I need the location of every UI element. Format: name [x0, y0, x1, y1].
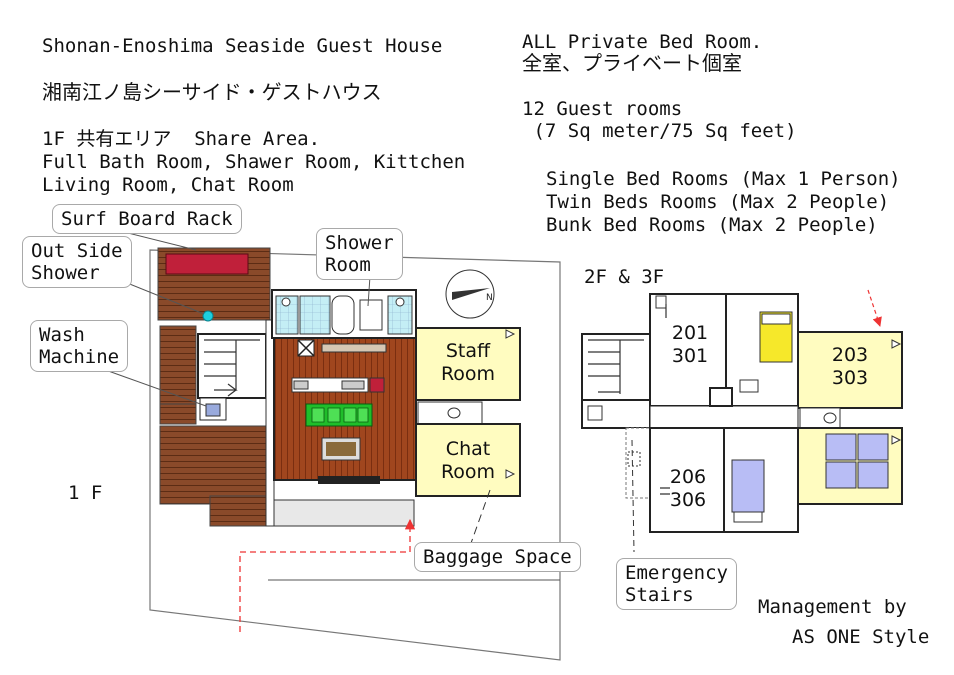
single-rooms: Single Bed Rooms (Max 1 Person) [546, 168, 901, 190]
share-line1: Full Bath Room, Shawer Room, Kittchen [42, 151, 466, 173]
private-en: ALL Private Bed Room. [522, 31, 763, 53]
rooms-count: 12 Guest rooms [522, 98, 683, 120]
title-en: Shonan-Enoshima Seaside Guest House [42, 35, 443, 57]
entry-path [239, 518, 416, 632]
staff-room-label: Staff Room [440, 340, 496, 385]
chat-room [415, 423, 521, 497]
outside-shower-marker [202, 310, 214, 322]
floor23-label: 2F & 3F [584, 266, 665, 288]
tv-bench [318, 476, 380, 484]
private-jp: 全室、プライベート個室 [522, 51, 742, 75]
room-206-306 [649, 427, 725, 533]
callout-surf-board-rack: Surf Board Rack [52, 204, 242, 234]
baggage-space [273, 499, 415, 527]
bunk-rooms: Bunk Bed Rooms (Max 2 People) [546, 214, 878, 236]
twin-bed-2 [857, 433, 889, 461]
stairs-2f [581, 333, 651, 401]
callout-emergency-stairs: Emergency Stairs [616, 558, 737, 610]
deck-small [159, 403, 197, 425]
twin-rooms: Twin Beds Rooms (Max 2 People) [546, 191, 890, 213]
shower-room-box [359, 299, 383, 331]
management-by: Management by [758, 596, 907, 618]
lot-boundary [149, 249, 561, 661]
callout-shower-room: Shower Room [316, 228, 403, 280]
title-jp: 湘南江ノ島シーサイド・ゲストハウス [42, 80, 382, 104]
twin-bed-1 [825, 433, 857, 461]
stairs-1f [197, 333, 267, 399]
deck-south [159, 425, 267, 505]
callout-wash-machine: Wash Machine [30, 320, 129, 372]
share-heading: 1F 共有エリア Share Area. [42, 128, 321, 150]
svg-text:N: N [486, 293, 493, 303]
wall-west [265, 319, 275, 527]
room-201-301-label: 201 301 [671, 322, 709, 367]
room-206-306-label: 206 306 [669, 466, 707, 511]
single-bed-2 [731, 459, 765, 513]
company-name: AS ONE Style [792, 626, 930, 648]
callout-outside-shower: Out Side Shower [22, 236, 132, 288]
surf-board-rack [165, 253, 249, 275]
staff-room [415, 327, 521, 401]
rooms-size: (7 Sq meter/75 Sq feet) [522, 120, 797, 142]
room-203-303-label: 203 303 [831, 344, 869, 389]
floor23-plan [581, 289, 903, 553]
bathtub [331, 295, 355, 335]
floor1-label: 1 F [68, 482, 103, 504]
deck-west [159, 325, 197, 407]
floor1-plan: N [89, 227, 561, 661]
share-line2: Living Room, Chat Room [42, 174, 294, 196]
chat-room-label: Chat Room [440, 438, 496, 483]
deck-step [209, 495, 267, 527]
callout-baggage-space: Baggage Space [414, 542, 581, 572]
room-203-303 [797, 331, 903, 409]
